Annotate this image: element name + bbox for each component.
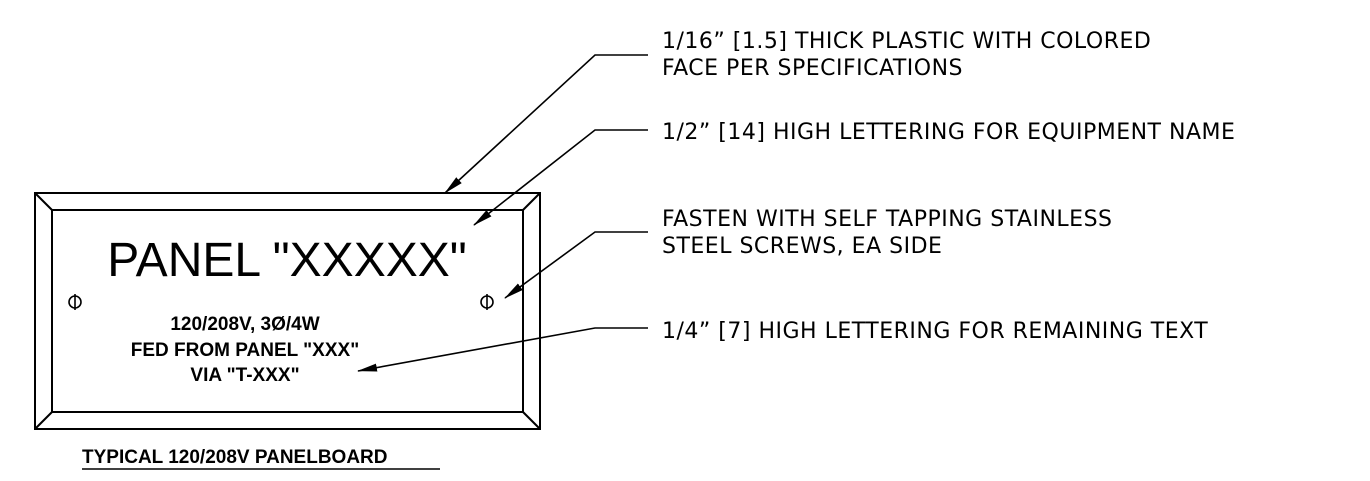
- drawing-caption: TYPICAL 120/208V PANELBOARD: [82, 447, 388, 468]
- screw-icon: [68, 294, 82, 310]
- bevel-corner-top-left: [34, 192, 53, 211]
- nameplate-title: PANEL "XXXXX": [107, 234, 467, 287]
- callout-fasten-line1: FASTEN WITH SELF TAPPING STAINLESS: [662, 207, 1113, 232]
- nameplate-line3: VIA "T-XXX": [190, 365, 299, 386]
- callout-name-lettering: 1/2” [14] HIGH LETTERING FOR EQUIPMENT N…: [662, 120, 1235, 145]
- leader-plastic: [444, 54, 648, 194]
- callout-plastic-line1: 1/16” [1.5] THICK PLASTIC WITH COLORED: [662, 29, 1151, 54]
- callout-fasten-line2: STEEL SCREWS, EA SIDE: [662, 234, 942, 259]
- leader-name-lettering: [473, 129, 648, 226]
- screw-icon: [480, 294, 494, 310]
- nameplate: PANEL "XXXXX" 120/208V, 3Ø/4W FED FROM P…: [34, 192, 541, 430]
- leader-remaining-lettering: [357, 327, 648, 372]
- callout-plastic-line2: FACE PER SPECIFICATIONS: [662, 56, 963, 81]
- nameplate-line1: 120/208V, 3Ø/4W: [170, 314, 319, 335]
- nameplate-line2: FED FROM PANEL "XXX": [131, 340, 359, 361]
- nameplate-outer-border: [34, 192, 541, 430]
- bevel-corner-top-right: [522, 192, 541, 211]
- bevel-corner-bottom-right: [522, 411, 541, 430]
- leader-fasten: [504, 231, 648, 299]
- callout-remaining-lettering: 1/4” [7] HIGH LETTERING FOR REMAINING TE…: [662, 319, 1208, 344]
- nameplate-inner-border: [51, 209, 524, 413]
- bevel-corner-bottom-left: [34, 411, 53, 430]
